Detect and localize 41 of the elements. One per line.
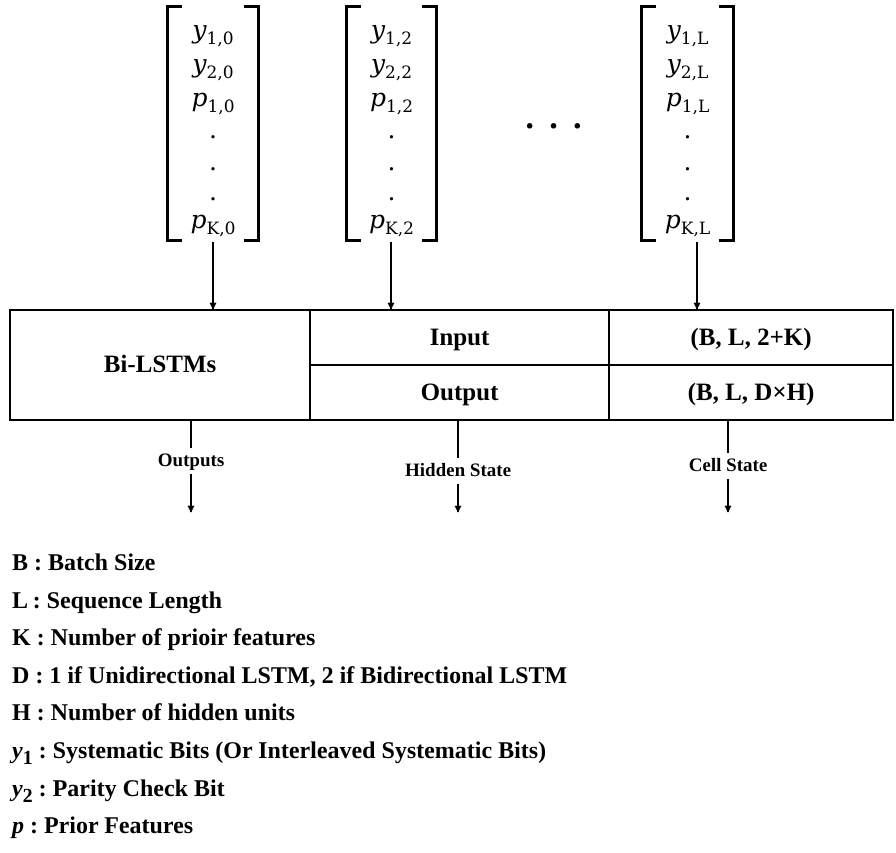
- vector-entry: p$_{K,2}$: [368, 205, 415, 241]
- legend-note: y$_{1}$ : Systematic Bits (Or Interleaved Systematic Bits): [12, 738, 546, 770]
- vector-entry: y$_{1,L}$: [664, 15, 710, 51]
- vector-entry: .: [386, 147, 396, 177]
- vector-entry: .: [208, 147, 218, 177]
- cell-text: Output: [420, 378, 498, 406]
- vector-entry: y$_{2,2}$: [369, 49, 414, 85]
- legend-note: p : Prior Features: [12, 813, 194, 840]
- column-vector: [345, 5, 438, 242]
- legend-note: L : Sequence Length: [12, 588, 222, 615]
- edge-label: Cell State: [688, 453, 768, 479]
- vector-entry: y$_{1,0}$: [190, 15, 235, 51]
- vector-entry: .: [208, 177, 218, 207]
- cell-text: Bi-LSTMs: [104, 351, 216, 379]
- table-cell: [9, 309, 311, 421]
- arrow: [210, 242, 216, 310]
- legend-note: H : Number of hidden units: [12, 700, 295, 728]
- vector-entry: p$_{K,0}$: [190, 205, 236, 241]
- ellipsis: · · ·: [524, 108, 586, 146]
- column-vector: [640, 5, 735, 242]
- vector-entry: y$_{1,2}$: [369, 15, 414, 51]
- cell-text: (B, L, 2+K): [690, 324, 812, 352]
- vector-entry: .: [386, 177, 396, 207]
- table-cell: [608, 364, 894, 421]
- edge-label: Hidden State: [404, 458, 512, 484]
- vector-entry: y$_{2,0}$: [190, 49, 235, 85]
- vector-entry: p$_{K,L}$: [664, 205, 712, 241]
- cell-text: (B, L, D×H): [688, 378, 814, 406]
- legend-note: B : Batch Size: [12, 550, 156, 577]
- legend-note: y$_{2}$ : Parity Check Bit: [12, 776, 225, 808]
- cell-text: Input: [430, 324, 490, 352]
- vector-entry: .: [682, 147, 692, 177]
- vector-entry: y$_{2,L}$: [664, 49, 710, 85]
- edge-label: Outputs: [156, 448, 226, 474]
- arrow: [388, 242, 394, 310]
- column-vector: [166, 5, 260, 242]
- vector-entry: .: [682, 177, 692, 207]
- table-cell: [608, 309, 894, 366]
- legend-note: K : Number of prioir features: [12, 625, 316, 652]
- legend-note: D : 1 if Unidirectional LSTM, 2 if Bidirectional LSTM: [12, 662, 568, 690]
- arrow: [694, 242, 700, 310]
